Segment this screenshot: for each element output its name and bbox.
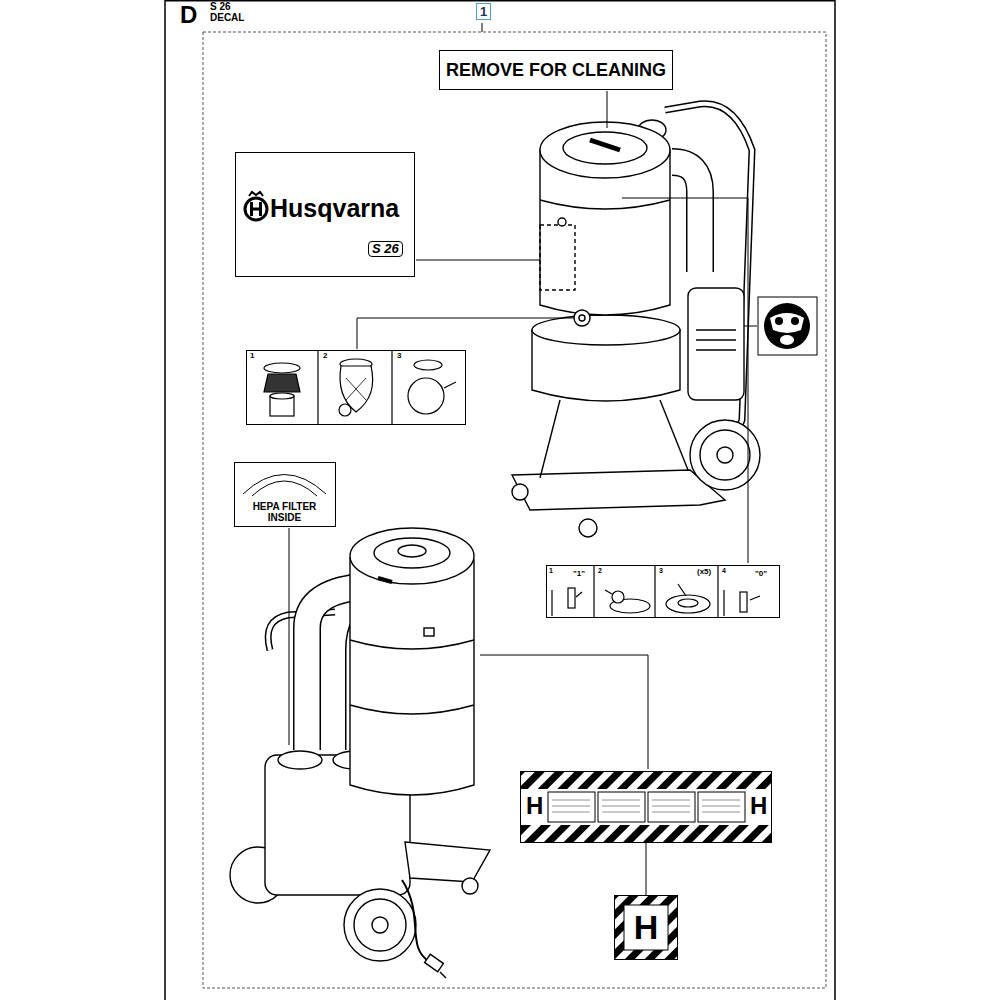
logo-mark [245, 192, 267, 220]
hazard-stripes [520, 771, 772, 843]
decal-text: REMOVE FOR CLEANING [446, 61, 666, 80]
decal-text: S 26 [368, 241, 403, 257]
lower-vacuum [230, 528, 490, 978]
page-frame [165, 0, 835, 1000]
leader-lines [289, 91, 757, 769]
steps-decal-box: 1 "1" 2 3 (x5) 4 "0" [546, 565, 780, 618]
decal-text: Husqvarna [270, 195, 399, 221]
decal-text: H [750, 793, 767, 818]
h-symbol-art [614, 895, 678, 960]
h-symbol-box: H [614, 895, 678, 960]
decal-text: 2 [323, 352, 327, 360]
section-title: DECAL [210, 13, 244, 23]
decal-text: H [526, 793, 543, 818]
decal-text: (x5) [697, 568, 711, 576]
pictogram-decal-box: 1 2 3 [246, 350, 466, 425]
decal-text: "0" [755, 570, 767, 578]
respirator-icon [758, 297, 817, 355]
decal-text: HEPA FILTER INSIDE [241, 502, 329, 523]
upper-vacuum [512, 104, 760, 537]
hazard-decal-box: HH [520, 771, 772, 843]
decal-text: "1" [573, 570, 585, 578]
hepa-decal-box: HEPA FILTER INSIDE [234, 462, 336, 527]
decal-text: 4 [722, 567, 726, 574]
callout-number: 1 [476, 3, 491, 20]
decal-text: 2 [598, 567, 602, 574]
hepa-arch [243, 475, 326, 497]
decal-label-box: REMOVE FOR CLEANING [439, 50, 673, 90]
pictogram-art [264, 350, 456, 425]
section-letter: D [180, 3, 197, 27]
logo-decal-box: Husqvarna S 26 [235, 152, 415, 277]
decal-text: 1 [250, 352, 254, 360]
steps-art [552, 565, 760, 618]
decal-text: H [634, 910, 659, 946]
connector-line [646, 843, 647, 895]
model-name: S 26 [210, 2, 231, 12]
decal-text: 3 [659, 567, 663, 574]
decal-text: 1 [549, 567, 553, 574]
decal-text: 3 [397, 352, 401, 360]
